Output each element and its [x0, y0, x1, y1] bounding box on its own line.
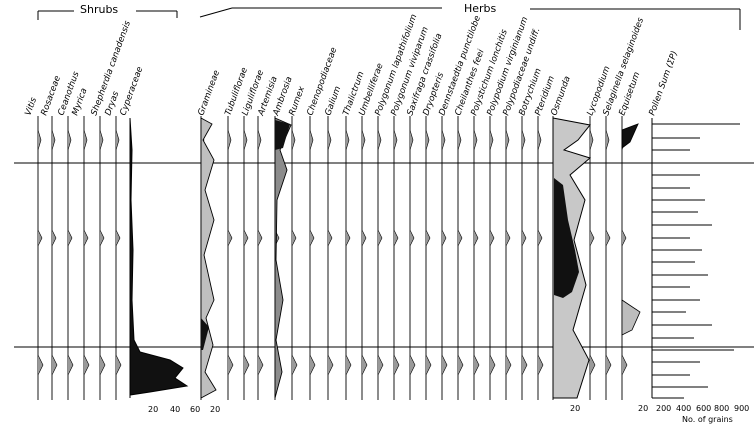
curve-dennstaedtia-punctilobe: [441, 129, 448, 376]
curve-chenopodiaceae: [309, 129, 316, 376]
curve-polypodium-virginianum: [489, 129, 496, 376]
pollen-sum-tick-800: 800: [714, 404, 729, 413]
curve-dryopteris: [425, 129, 432, 376]
taxon-label-cyperaceae: Cyperaceae: [118, 65, 145, 117]
curve-polygonum-lapathifolium: [377, 129, 384, 376]
column-axes: [37, 116, 628, 400]
osmunda-tick-20: 20: [570, 404, 580, 413]
curve-polystichum-lonchitis: [473, 129, 480, 376]
taxon-label-vitis: Vitis: [23, 96, 39, 117]
pollen-sum-tick-900: 900: [734, 404, 749, 413]
curve-vitis: [37, 129, 44, 376]
equisetum-lower-curve: [621, 299, 641, 336]
pollen-sum-tick-400: 400: [676, 404, 691, 413]
taxon-label-gramineae: Gramineae: [196, 69, 222, 117]
cyperaceae-tick-20: 20: [148, 405, 158, 414]
curve-liguliflorae: [243, 129, 250, 376]
curve-rumex: [291, 129, 298, 376]
curve-lycopodium: [589, 129, 596, 376]
curve-tubuliflorae: [227, 129, 234, 376]
curve-selaginella-selaginoides: [605, 129, 612, 376]
pollen-sum-axis-label: No. of grains: [682, 415, 733, 424]
osmunda-dark-fill: [554, 178, 579, 298]
curve-thalictrum: [345, 129, 352, 376]
curve-botrychium: [521, 129, 528, 376]
curve-equisetum: [621, 129, 628, 376]
taxon-label-pollen-sum-p: Pollen Sum (ΣP): [647, 50, 680, 117]
pollen-sum-tick-200: 200: [656, 404, 671, 413]
taxon-label-galium: Galium: [323, 85, 343, 117]
equisetum-tick-20: 20: [638, 404, 648, 413]
ambrosia-curve: [274, 117, 292, 399]
gramineae-dark-band: [201, 318, 209, 350]
curve-shepherdia-canadensis: [99, 129, 106, 376]
cyperaceae-tick-40: 40: [170, 405, 180, 414]
herbs-group-label: Herbs: [464, 2, 497, 15]
curve-polygonum-viviparum: [393, 129, 400, 376]
group-brackets: [37, 7, 741, 30]
zone-lines: [14, 162, 754, 348]
cyperaceae-tick-60: 60: [190, 405, 200, 414]
curve-ceanothus: [67, 129, 74, 376]
curve-pteridium: [537, 129, 544, 376]
gramineae-curve: [200, 117, 217, 399]
cyperaceae-curve: [129, 117, 189, 396]
pollen-sum-bars: [651, 118, 740, 399]
gramineae-tick-20: 20: [210, 405, 220, 414]
shrubs-group-label: Shrubs: [80, 3, 118, 16]
axis-tick-labels: 20 40 60 20 20 20 200 400 600 800 900 No…: [148, 404, 749, 424]
curve-umbelliferae: [361, 129, 368, 376]
curve-cheilanthes-feei: [457, 129, 464, 376]
curve-galium: [327, 129, 334, 376]
ambrosia-dark-band: [275, 120, 290, 150]
curve-artemisia: [257, 129, 264, 376]
curve-rosaceae: [51, 129, 58, 376]
curve-dryas: [115, 129, 122, 376]
curve-saxifraga-crassifolia: [409, 129, 416, 376]
pollen-sum-tick-600: 600: [696, 404, 711, 413]
curve-polypodiaceae-undiff: [505, 129, 512, 376]
equisetum-curve: [621, 123, 639, 149]
curve-myrica: [83, 129, 90, 376]
